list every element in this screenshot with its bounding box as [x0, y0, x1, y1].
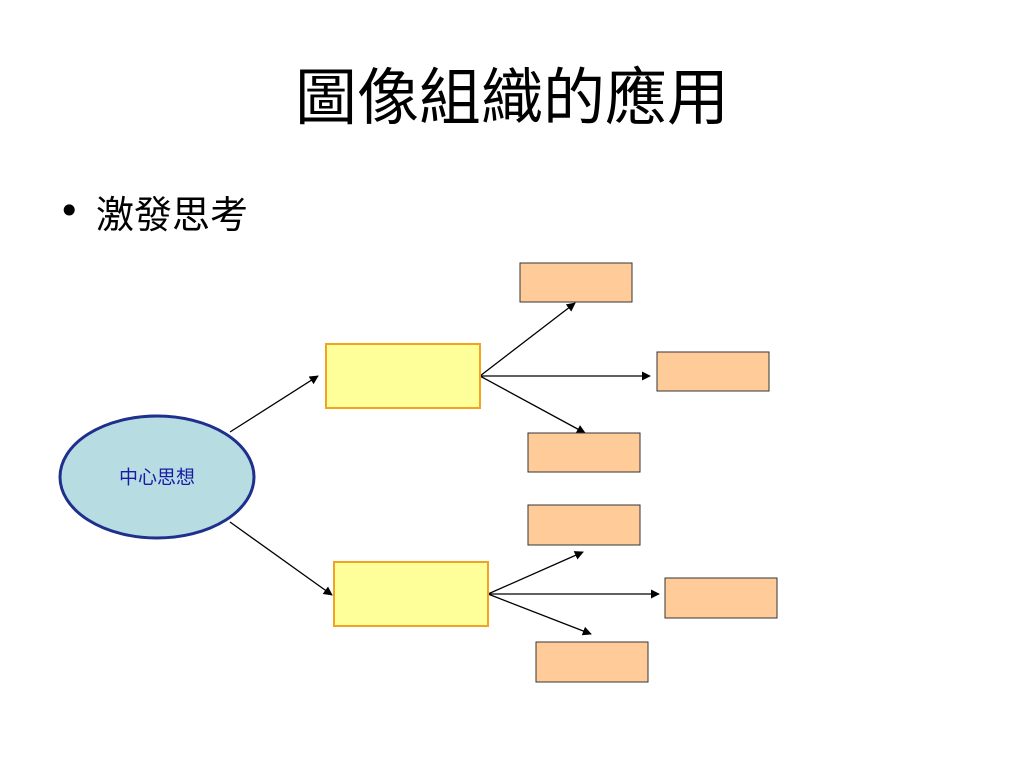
center-node: 中心思想	[58, 414, 256, 540]
leaf-node-2-3	[535, 641, 649, 683]
bullet-marker: •	[58, 189, 81, 233]
connector-branch-2-to-leaf-3	[487, 593, 592, 636]
leaf-node-2-2	[664, 577, 778, 619]
leaf-node-1-2	[656, 351, 770, 392]
leaf-node-1-1	[519, 262, 633, 303]
bullet-item: • 激發思考	[58, 186, 249, 237]
connector-branch-2-to-leaf-1	[487, 551, 584, 595]
leaf-node-2-1	[527, 504, 641, 546]
slide-title: 圖像組織的應用	[294, 61, 729, 134]
center-node-label: 中心思想	[119, 467, 195, 489]
leaf-node-1-3	[527, 432, 641, 473]
connector-branch-1-to-leaf-3	[479, 375, 586, 434]
connector-center-to-branch-2	[229, 521, 333, 596]
bullet-text: 激發思考	[96, 192, 249, 237]
branch-node-2	[333, 561, 489, 627]
connector-branch-1-to-leaf-1	[479, 302, 576, 377]
branch-node-1	[325, 343, 481, 409]
center-node-shape	[58, 414, 256, 540]
connector-center-to-branch-1	[229, 375, 319, 433]
